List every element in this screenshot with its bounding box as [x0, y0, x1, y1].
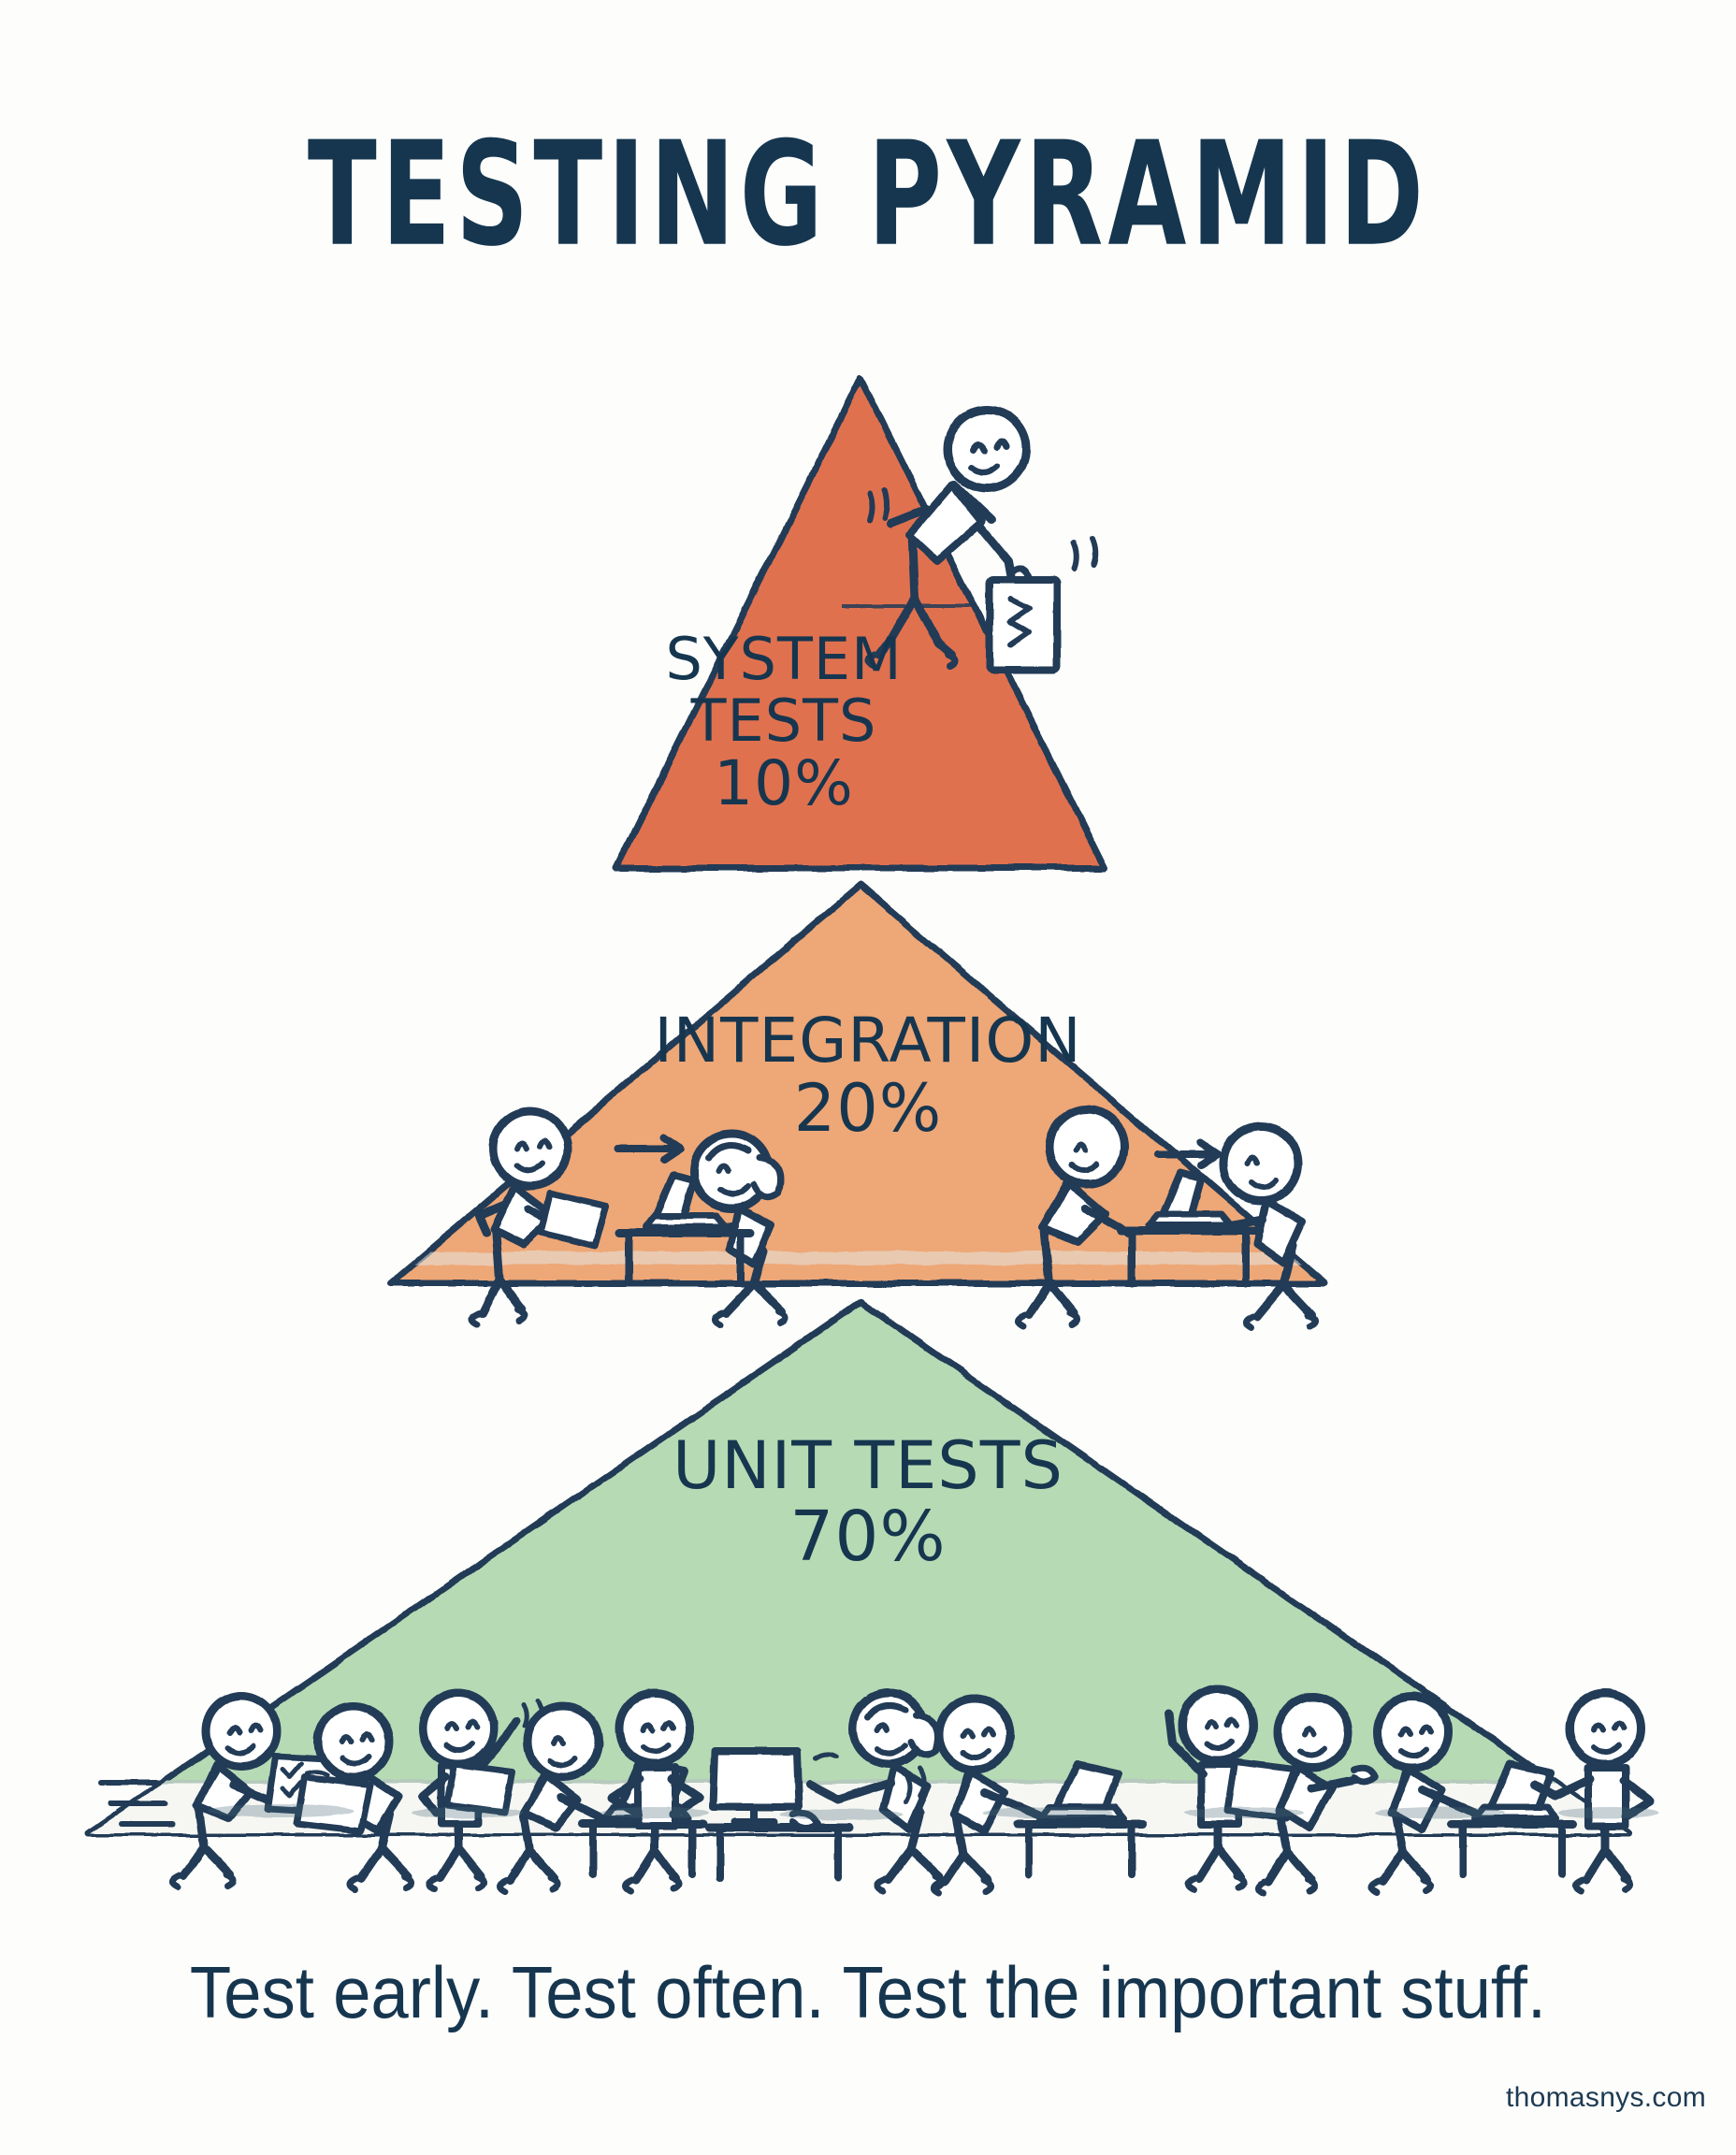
caption-text: Test early. Test often. Test the importa…: [189, 1951, 1547, 2033]
stick-figure-system-tester: [864, 405, 1099, 673]
watermark-url: thomasnys.com: [1506, 2082, 1706, 2113]
stick-figure-group-integration-right: [1015, 1105, 1318, 1332]
stick-figure-crowd-unit: [98, 1685, 1655, 1897]
page-title: TESTING PYRAMID: [307, 110, 1429, 279]
stick-figure-group-integration-left: [469, 1106, 788, 1328]
